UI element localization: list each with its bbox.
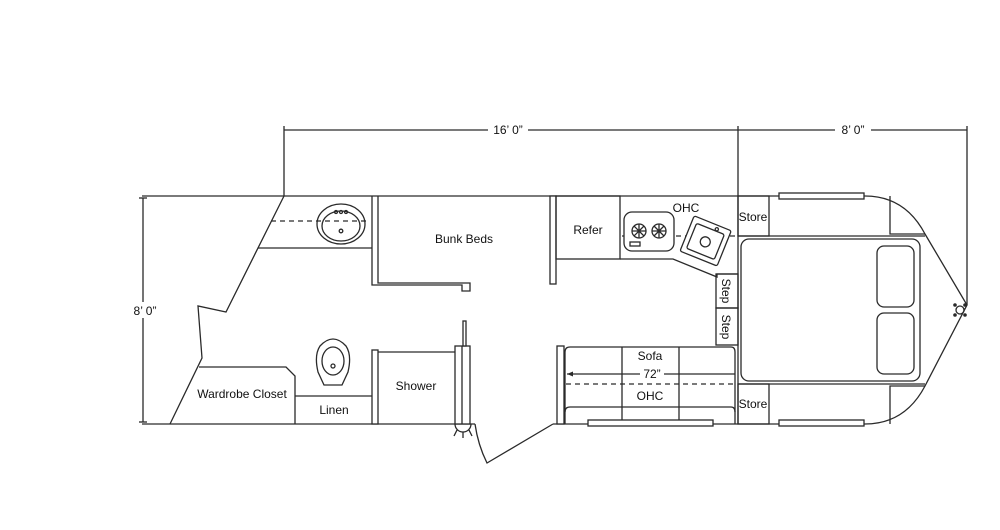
label-sofa: Sofa bbox=[638, 349, 663, 363]
toilet-icon bbox=[315, 338, 351, 386]
dimension-length-main: 16’ 0” bbox=[493, 123, 523, 137]
door-pole bbox=[462, 320, 467, 347]
dimension-width: 8’ 0” bbox=[134, 304, 157, 318]
shower-wall bbox=[371, 349, 379, 425]
label-refer: Refer bbox=[573, 223, 602, 237]
window bbox=[778, 192, 865, 200]
window bbox=[778, 419, 865, 427]
kitchen-sink bbox=[679, 215, 732, 267]
label-step-2: Step bbox=[719, 315, 733, 340]
window bbox=[587, 419, 714, 427]
step-2 bbox=[715, 307, 739, 346]
label-step-1: Step bbox=[719, 279, 733, 304]
label-linen: Linen bbox=[319, 403, 348, 417]
label-shower: Shower bbox=[396, 379, 437, 393]
bunk-bed-walls bbox=[371, 196, 471, 292]
porch-light-icon bbox=[453, 423, 473, 438]
label-ohc-sofa: OHC bbox=[637, 389, 664, 403]
label-wardrobe: Wardrobe Closet bbox=[197, 387, 287, 401]
label-bunk-beds: Bunk Beds bbox=[435, 232, 493, 246]
label-ohc-kitchen: OHC bbox=[673, 201, 700, 215]
hitch-icon bbox=[953, 303, 967, 317]
label-store-bottom: Store bbox=[739, 397, 768, 411]
label-store-top: Store bbox=[739, 210, 768, 224]
refer-wall bbox=[549, 195, 557, 285]
stove-icon bbox=[623, 211, 675, 252]
bed bbox=[738, 196, 925, 424]
pillow bbox=[876, 245, 915, 308]
label-sofa-length: 72” bbox=[643, 367, 660, 381]
sofa-wall bbox=[556, 345, 565, 425]
bathroom-sink bbox=[258, 203, 372, 249]
dimension-length-front: 8’ 0” bbox=[842, 123, 865, 137]
entry-door[interactable] bbox=[474, 423, 554, 464]
wardrobe-closet bbox=[199, 366, 296, 424]
refrigerator bbox=[555, 195, 621, 260]
pillow bbox=[876, 312, 915, 375]
sofa bbox=[564, 346, 736, 424]
